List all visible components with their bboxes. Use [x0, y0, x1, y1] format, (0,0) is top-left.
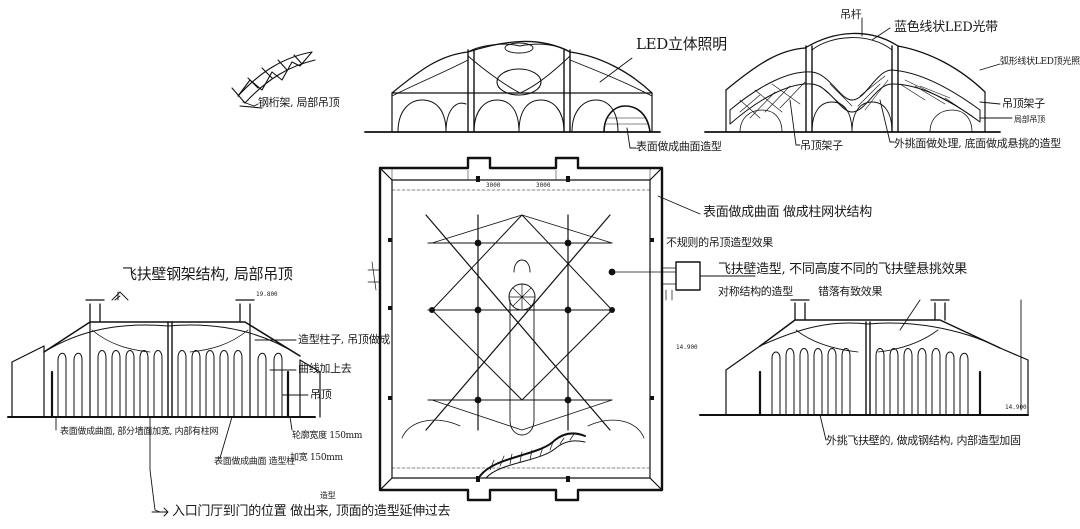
- side-hint-note: 局部吊顶: [1014, 115, 1045, 124]
- blue-led-strip-note: 蓝色线状LED光带: [894, 20, 998, 35]
- led-lighting-note: LED立体照明: [636, 35, 727, 53]
- leader-lines: [55, 17, 1022, 517]
- right-elevation: [699, 299, 1029, 417]
- left-bottom-note-2: 表面做成曲面 造型柱: [214, 457, 295, 467]
- ceiling-frame-bottom-note: 吊顶架子: [800, 139, 843, 152]
- plan-note-3: 飞扶壁造型, 不同高度不同的飞扶壁悬挑效果: [718, 262, 967, 277]
- plan-height-dim: 14.900: [676, 344, 698, 351]
- left-side-note-3: 吊顶: [310, 388, 332, 401]
- left-bottom-note-1: 表面做成曲面, 部分墙面加宽, 内部有柱网: [60, 427, 219, 437]
- plan-top-dim-1: 3000: [486, 182, 501, 189]
- left-title-note: 飞扶壁钢架结构, 局部吊顶: [122, 265, 293, 283]
- truss-detail-note: 钢桁架, 局部吊顶: [258, 96, 340, 109]
- plan-note-1: 表面做成曲面 做成柱网状结构: [703, 205, 872, 220]
- left-curve-note: 表面做成曲面造型: [636, 140, 722, 153]
- right-height-dim: 14.900: [1005, 404, 1027, 411]
- bottom-small-note: 造型: [320, 491, 336, 500]
- left-bottom-note-4: 加宽 150mm: [290, 453, 343, 463]
- left-side-note-2: 曲线加上去: [298, 362, 352, 375]
- bottom-main-note: 入口门厅到门的位置 做出来, 顶面的造型延伸过去: [172, 504, 451, 519]
- left-height-dim: 19.800: [256, 291, 278, 298]
- top-center-elevation: [364, 40, 661, 133]
- left-elevation: [7, 291, 321, 419]
- plan-note-4: 对称结构的造型: [718, 285, 793, 298]
- truss-detail-sketch: [231, 51, 316, 109]
- top-mark-note: 吊杆: [840, 8, 862, 21]
- plan-note-2: 不规则的吊顶造型效果: [666, 236, 773, 249]
- steel-shelf-lamps-note: 弧形线状LED顶光照明: [1000, 57, 1080, 67]
- ceiling-frame-note: 吊顶架子: [1002, 97, 1045, 110]
- plan-top-dim-2: 3000: [536, 182, 551, 189]
- floor-plan: [367, 156, 756, 502]
- bottom-right-note: 外挑面做处理, 底面做成悬挑的造型: [894, 137, 1061, 150]
- left-bottom-note-3: 轮廓宽度 150mm: [292, 431, 363, 441]
- left-side-note-1: 造型柱子, 吊顶做成: [298, 333, 390, 346]
- right-bottom-note: 外挑飞扶壁的, 做成钢结构, 内部造型加固: [826, 434, 1021, 447]
- plan-note-5: 错落有致效果: [818, 285, 883, 298]
- top-right-elevation: [704, 32, 1001, 133]
